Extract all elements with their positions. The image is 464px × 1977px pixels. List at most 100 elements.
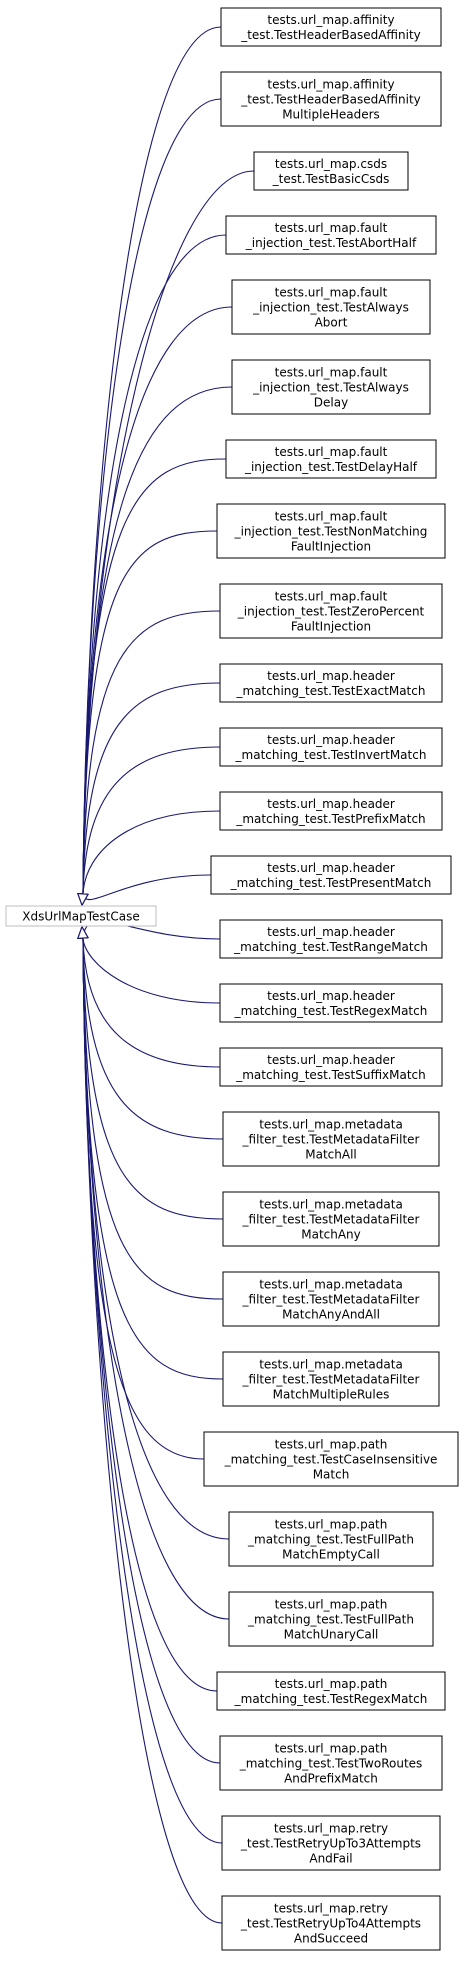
- class-node-box: [228, 1511, 434, 1567]
- class-node-box: [210, 855, 452, 895]
- class-node-tests-url-map-fault-injection-test-testalwaysabort[interactable]: tests.url_map.fault_injection_test.TestA…: [231, 279, 431, 335]
- class-node-tests-url-map-metadata-filter-test-testmetadatafiltermatchmultiplerules[interactable]: tests.url_map.metadata_filter_test.TestM…: [222, 1351, 440, 1407]
- class-node-tests-url-map-retry-test-testretryupto4attemptsandsucceed[interactable]: tests.url_map.retry_test.TestRetryUpTo4A…: [221, 1895, 441, 1951]
- inheritance-edge: [82, 682, 221, 894]
- class-node-box: [222, 1351, 440, 1407]
- class-node-label-line: _matching_test.TestFullPath: [247, 1613, 414, 1627]
- inheritance-edge: [82, 938, 221, 1004]
- class-node-tests-url-map-header-matching-test-testpresentmatch[interactable]: tests.url_map.header_matching_test.TestP…: [210, 855, 452, 895]
- class-node-label-line: AndPrefixMatch: [284, 1772, 378, 1786]
- inheritance-edge: [82, 938, 224, 1380]
- class-node-label-line: MatchAll: [305, 1148, 357, 1162]
- class-node-box: [220, 71, 442, 127]
- class-node-label-line: _matching_test.TestPrefixMatch: [235, 812, 425, 826]
- class-node-tests-url-map-path-matching-test-testtworoutesandprefixmatch[interactable]: tests.url_map.path_matching_test.TestTwo…: [219, 1735, 443, 1791]
- class-node-label-line: FaultInjection: [291, 620, 371, 634]
- class-node-label-line: MatchEmptyCall: [282, 1548, 380, 1562]
- class-node-box: [225, 439, 437, 479]
- class-node-label-line: _test.TestRetryUpTo3Attempts: [240, 1837, 421, 1851]
- class-node-label-line: _filter_test.TestMetadataFilter: [242, 1293, 420, 1307]
- inheritance-edge: [82, 938, 224, 1220]
- class-node-tests-url-map-affinity-test-testheaderbasedaffinity[interactable]: tests.url_map.affinity_test.TestHeaderBa…: [220, 7, 442, 47]
- class-node-box: [219, 983, 443, 1023]
- inheritance-edge: [82, 938, 223, 1924]
- inheritance-edge: [82, 810, 221, 894]
- class-node-label-line: tests.url_map.header: [267, 989, 395, 1003]
- class-node-label-line: tests.url_map.metadata: [259, 1198, 403, 1212]
- class-node-tests-url-map-path-matching-test-testregexmatch[interactable]: tests.url_map.path_matching_test.TestReg…: [216, 1671, 446, 1711]
- class-node-box: [221, 1815, 441, 1871]
- class-node-label-line: _matching_test.TestRegexMatch: [234, 1004, 428, 1018]
- class-node-label-line: Abort: [315, 316, 348, 330]
- class-node-label-line: _test.TestRetryUpTo4Attempts: [240, 1917, 421, 1931]
- inheritance-edge: [82, 610, 221, 894]
- class-node-tests-url-map-metadata-filter-test-testmetadatafiltermatchanyandall[interactable]: tests.url_map.metadata_filter_test.TestM…: [222, 1271, 440, 1327]
- base-class-node[interactable]: XdsUrlMapTestCase: [5, 905, 157, 927]
- class-node-label-line: tests.url_map.fault: [275, 221, 388, 235]
- class-node-label-line: tests.url_map.path: [275, 1598, 388, 1612]
- class-node-label-line: tests.url_map.header: [267, 669, 395, 683]
- class-node-label-line: tests.url_map.path: [275, 1518, 388, 1532]
- class-node-tests-url-map-csds-test-testbasiccsds[interactable]: tests.url_map.csds_test.TestBasicCsds: [253, 151, 409, 191]
- inheritance-edges: [77, 26, 255, 1924]
- class-node-tests-url-map-path-matching-test-testfullpathmatchunarycall[interactable]: tests.url_map.path_matching_test.TestFul…: [228, 1591, 434, 1647]
- class-node-tests-url-map-fault-injection-test-testnonmatchingfaultinjection[interactable]: tests.url_map.fault_injection_test.TestN…: [216, 503, 446, 559]
- class-node-label-line: _filter_test.TestMetadataFilter: [242, 1213, 420, 1227]
- class-node-label-line: tests.url_map.metadata: [259, 1358, 403, 1372]
- class-node-tests-url-map-metadata-filter-test-testmetadatafiltermatchall[interactable]: tests.url_map.metadata_filter_test.TestM…: [222, 1111, 440, 1167]
- class-node-label-line: _injection_test.TestZeroPercent: [237, 605, 425, 619]
- class-node-label-line: _matching_test.TestSuffixMatch: [235, 1068, 426, 1082]
- class-node-label-line: tests.url_map.header: [267, 1053, 395, 1067]
- class-node-label-line: _filter_test.TestMetadataFilter: [242, 1133, 420, 1147]
- class-node-label-line: _filter_test.TestMetadataFilter: [242, 1373, 420, 1387]
- class-node-label-line: MatchUnaryCall: [284, 1628, 379, 1642]
- class-node-box: [225, 215, 437, 255]
- class-node-label-line: tests.url_map.fault: [275, 445, 388, 459]
- class-node-tests-url-map-path-matching-test-testfullpathmatchemptycall[interactable]: tests.url_map.path_matching_test.TestFul…: [228, 1511, 434, 1567]
- class-node-tests-url-map-header-matching-test-testrangematch[interactable]: tests.url_map.header_matching_test.TestR…: [219, 919, 443, 959]
- class-node-box: [221, 1895, 441, 1951]
- class-node-label-line: _matching_test.TestCaseInsensitive: [224, 1453, 438, 1467]
- inheritance-edge: [82, 530, 218, 894]
- class-node-label-line: _injection_test.TestAlways: [252, 301, 409, 315]
- class-node-tests-url-map-fault-injection-test-testdelayhalf[interactable]: tests.url_map.fault_injection_test.TestD…: [225, 439, 437, 479]
- inheritance-edge: [82, 938, 224, 1300]
- class-node-label-line: Match: [313, 1468, 350, 1482]
- class-node-tests-url-map-header-matching-test-testinvertmatch[interactable]: tests.url_map.header_matching_test.TestI…: [219, 727, 443, 767]
- class-node-box: [220, 7, 442, 47]
- class-node-box: [222, 1191, 440, 1247]
- class-node-label-line: tests.url_map.path: [275, 1677, 388, 1691]
- class-node-label-line: MatchMultipleRules: [273, 1388, 390, 1402]
- class-node-label-line: _matching_test.TestRangeMatch: [233, 940, 428, 954]
- class-node-label-line: tests.url_map.retry: [274, 1902, 388, 1916]
- class-node-tests-url-map-header-matching-test-testregexmatch[interactable]: tests.url_map.header_matching_test.TestR…: [219, 983, 443, 1023]
- class-node-tests-url-map-fault-injection-test-testzeropercentfaultinjection[interactable]: tests.url_map.fault_injection_test.TestZ…: [219, 583, 443, 639]
- class-node-tests-url-map-retry-test-testretryupto3attemptsandfail[interactable]: tests.url_map.retry_test.TestRetryUpTo3A…: [221, 1815, 441, 1871]
- class-node-tests-url-map-header-matching-test-testprefixmatch[interactable]: tests.url_map.header_matching_test.TestP…: [219, 791, 443, 831]
- class-node-label-line: tests.url_map.affinity: [267, 13, 394, 27]
- class-node-box: [231, 359, 431, 415]
- class-node-tests-url-map-path-matching-test-testcaseinsensitivematch[interactable]: tests.url_map.path_matching_test.TestCas…: [203, 1431, 459, 1487]
- class-node-tests-url-map-header-matching-test-testsuffixmatch[interactable]: tests.url_map.header_matching_test.TestS…: [219, 1047, 443, 1087]
- inheritance-edge: [82, 938, 218, 1692]
- class-node-label-line: tests.url_map.csds: [275, 157, 387, 171]
- class-node-label-line: tests.url_map.retry: [274, 1822, 388, 1836]
- class-node-tests-url-map-metadata-filter-test-testmetadatafiltermatchany[interactable]: tests.url_map.metadata_filter_test.TestM…: [222, 1191, 440, 1247]
- inheritance-arrowhead: [77, 925, 89, 939]
- class-node-tests-url-map-affinity-test-testheaderbasedaffinitymultipleheaders[interactable]: tests.url_map.affinity_test.TestHeaderBa…: [220, 71, 442, 127]
- class-node-label-line: _test.TestHeaderBasedAffinity: [240, 28, 421, 42]
- class-nodes: tests.url_map.affinity_test.TestHeaderBa…: [5, 7, 459, 1951]
- class-node-label-line: tests.url_map.header: [267, 861, 395, 875]
- class-node-box: [219, 1735, 443, 1791]
- class-node-tests-url-map-fault-injection-test-testaborthalf[interactable]: tests.url_map.fault_injection_test.TestA…: [225, 215, 437, 255]
- class-node-label-line: _injection_test.TestAlways: [252, 381, 409, 395]
- class-node-tests-url-map-fault-injection-test-testalwaysdelay[interactable]: tests.url_map.fault_injection_test.TestA…: [231, 359, 431, 415]
- class-node-label-line: _matching_test.TestExactMatch: [236, 684, 426, 698]
- class-node-label-line: _matching_test.TestTwoRoutes: [239, 1757, 423, 1771]
- class-node-tests-url-map-header-matching-test-testexactmatch[interactable]: tests.url_map.header_matching_test.TestE…: [219, 663, 443, 703]
- inheritance-edge: [82, 458, 227, 894]
- class-node-label-line: tests.url_map.affinity: [267, 78, 394, 92]
- inheritance-arrowhead: [77, 893, 89, 907]
- inheritance-edge: [82, 938, 223, 1844]
